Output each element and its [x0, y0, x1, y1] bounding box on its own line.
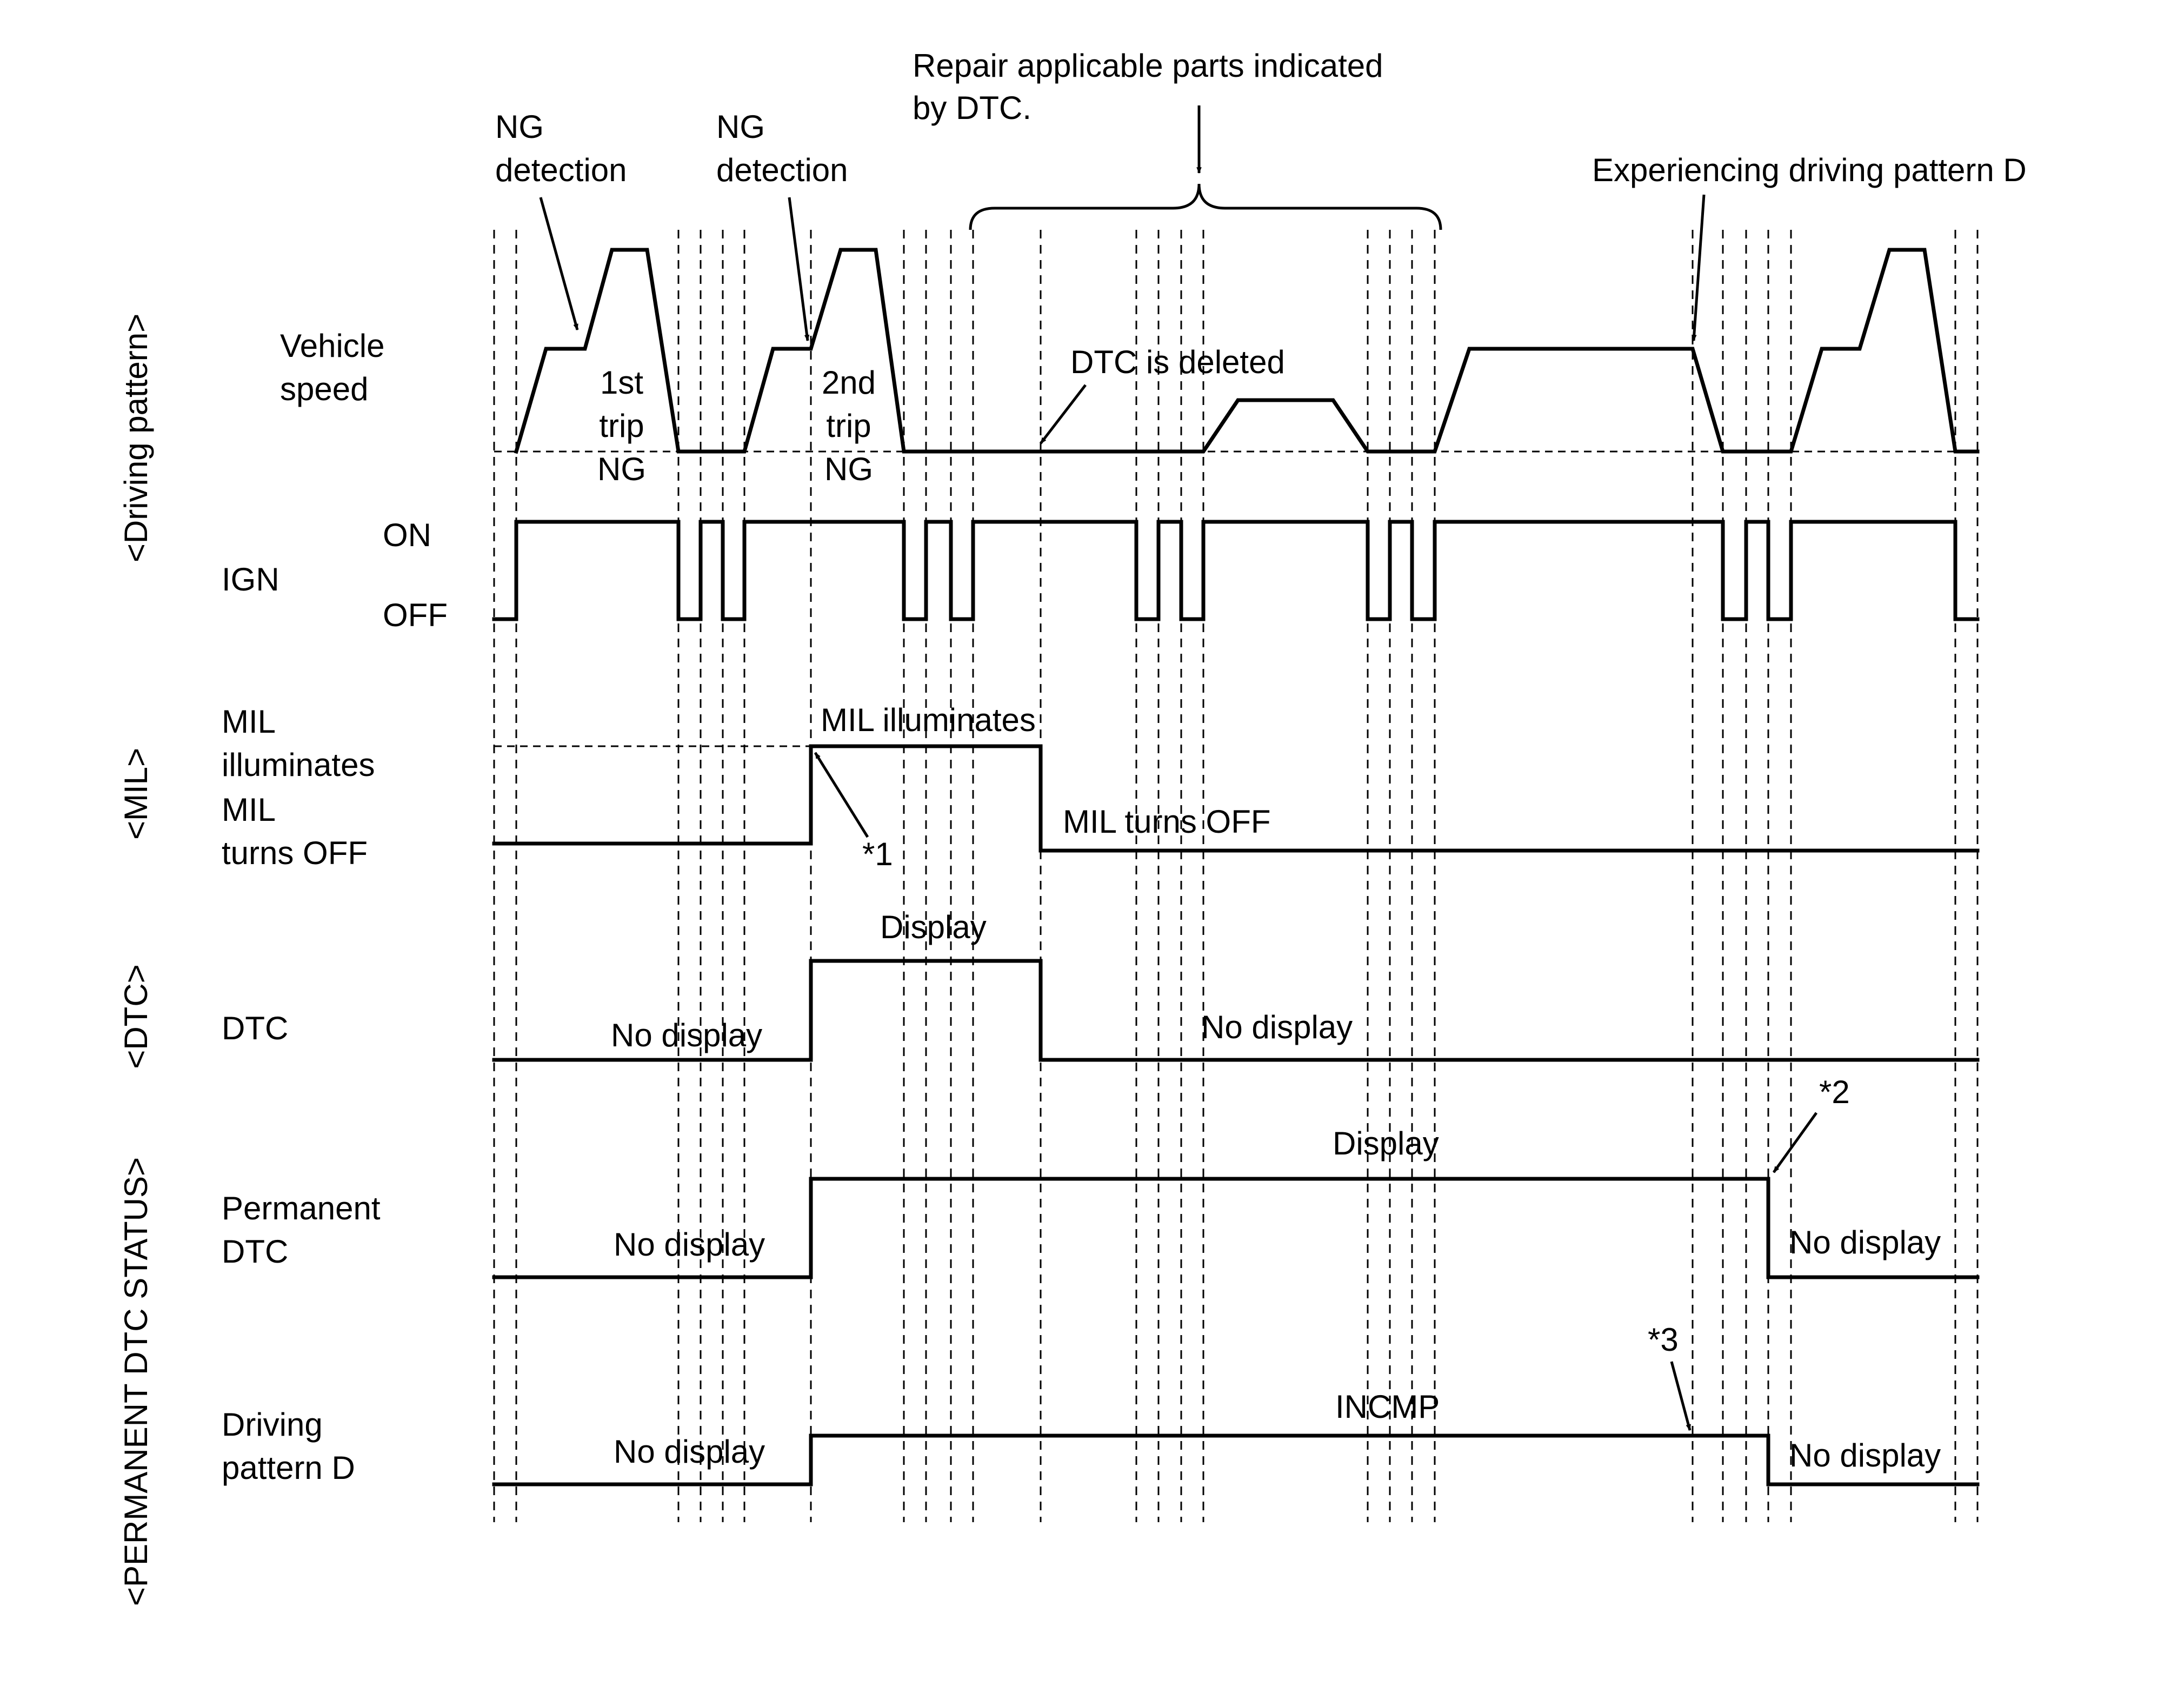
mil-turns-off-label: MIL turns OFF: [1063, 804, 1271, 840]
driving-pattern-d-no-display-before: No display: [614, 1433, 765, 1470]
driving-pattern-d-waveform: [492, 1433, 1980, 1486]
time-gridlines: [493, 230, 1979, 1522]
note-2-arrow: [1772, 1112, 1818, 1173]
group-label-driving-pattern: <Driving pattern>: [118, 314, 154, 562]
note-2-label: *2: [1819, 1074, 1850, 1110]
ng-detection-arrow-2: [788, 197, 810, 342]
permanent-dtc-display: Display: [1333, 1125, 1439, 1162]
mil-illuminates-label: MIL illuminates: [821, 702, 1036, 738]
driving-pattern-d-incmp: INCMP: [1335, 1389, 1440, 1425]
row-label-dtc: DTC: [222, 1010, 288, 1046]
dtc-no-display-before: No display: [611, 1017, 762, 1053]
dtc-deleted-arrow: [1040, 384, 1087, 444]
note-3-label: *3: [1648, 1322, 1679, 1358]
permanent-dtc-waveform: [492, 1177, 1980, 1279]
row-label-ign: IGN: [222, 561, 279, 598]
mil-waveform: [492, 744, 1980, 853]
permanent-dtc-no-display-after: No display: [1789, 1224, 1941, 1260]
note-1-label: *1: [862, 836, 893, 872]
group-labels: <Driving pattern> <MIL> <DTC> <PERMANENT…: [118, 314, 154, 1606]
repair-brace: [969, 183, 1442, 230]
note-3-arrow: [1670, 1361, 1692, 1431]
dtc-display: Display: [880, 909, 987, 945]
ng-detection-arrow-1: [539, 197, 579, 331]
note-1-arrow: [814, 752, 869, 838]
experiencing-arrow: [1691, 194, 1706, 342]
dtc-waveform: [492, 959, 1980, 1062]
vehicle-speed-waveform: [514, 248, 1980, 454]
group-label-permanent-dtc-status: <PERMANENT DTC STATUS>: [118, 1157, 154, 1606]
driving-pattern-d-no-display-after: No display: [1789, 1437, 1941, 1474]
ign-waveform: [492, 520, 1980, 621]
experiencing-driving-pattern-d-label: Experiencing driving pattern D: [1592, 152, 2027, 188]
dtc-no-display-after: No display: [1201, 1009, 1353, 1045]
ign-on-label: ON: [383, 517, 431, 553]
dtc-deleted-label: DTC is deleted: [1070, 344, 1285, 380]
permanent-dtc-no-display-before: No display: [614, 1226, 765, 1263]
ign-off-label: OFF: [383, 597, 448, 633]
group-label-mil: <MIL>: [118, 748, 154, 840]
group-label-dtc: <DTC>: [118, 964, 154, 1068]
